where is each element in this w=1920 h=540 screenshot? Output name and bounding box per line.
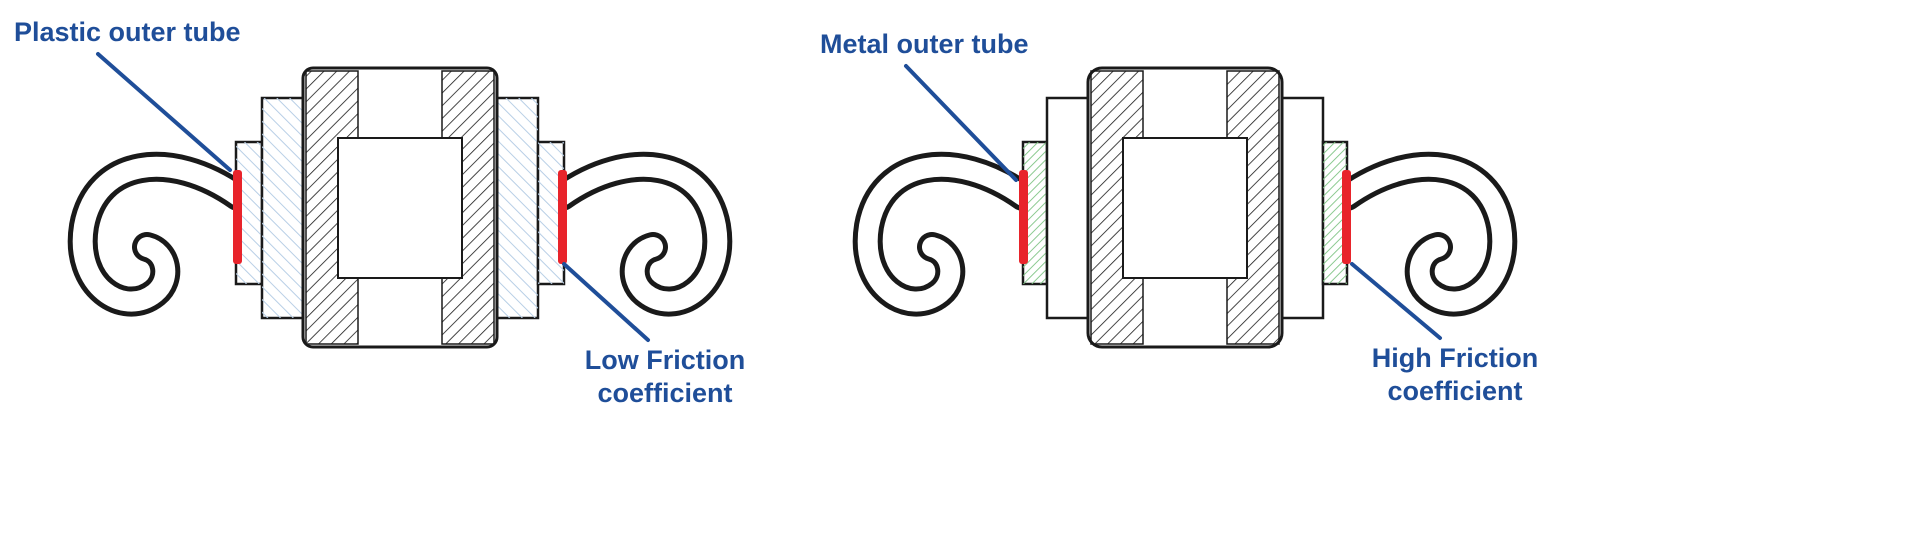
plastic-tube-end-right: [495, 96, 566, 320]
high-friction-label-line2: coefficient: [1387, 375, 1523, 406]
coupling-body: [301, 66, 499, 349]
cam-lever-left: [852, 151, 1038, 317]
leader-line-metal-tube: [904, 64, 1018, 182]
friction-surface-highlight-right: [558, 170, 567, 264]
metal-coupling-drawing: [852, 64, 1518, 349]
low-friction-label: Low Friction coefficient: [570, 344, 760, 410]
coupling-body: [1086, 66, 1284, 349]
friction-surface-highlight-left: [1019, 170, 1028, 264]
low-friction-label-line2: coefficient: [597, 377, 733, 408]
cam-lever-right: [547, 151, 733, 317]
plastic-tube-end-left: [234, 96, 305, 320]
friction-surface-highlight-left: [233, 170, 242, 264]
high-friction-label-line1: High Friction: [1371, 343, 1539, 373]
plastic-outer-tube-label: Plastic outer tube: [14, 17, 241, 47]
metal-outer-tube-label: Metal outer tube: [820, 29, 1029, 59]
cam-lever-right: [1332, 151, 1518, 317]
high-friction-label: High Friction coefficient: [1360, 342, 1550, 408]
low-friction-label-line1: Low Friction: [584, 345, 746, 375]
plastic-coupling-drawing: [67, 52, 733, 349]
metal-tube-end-right: [1280, 96, 1349, 320]
metal-tube-end-left: [1021, 96, 1090, 320]
leader-line-plastic-tube: [96, 52, 232, 172]
leader-line-low-friction: [562, 262, 650, 342]
friction-surface-highlight-right: [1342, 170, 1351, 264]
cam-lever-left: [67, 151, 253, 317]
leader-line-high-friction: [1350, 262, 1442, 340]
